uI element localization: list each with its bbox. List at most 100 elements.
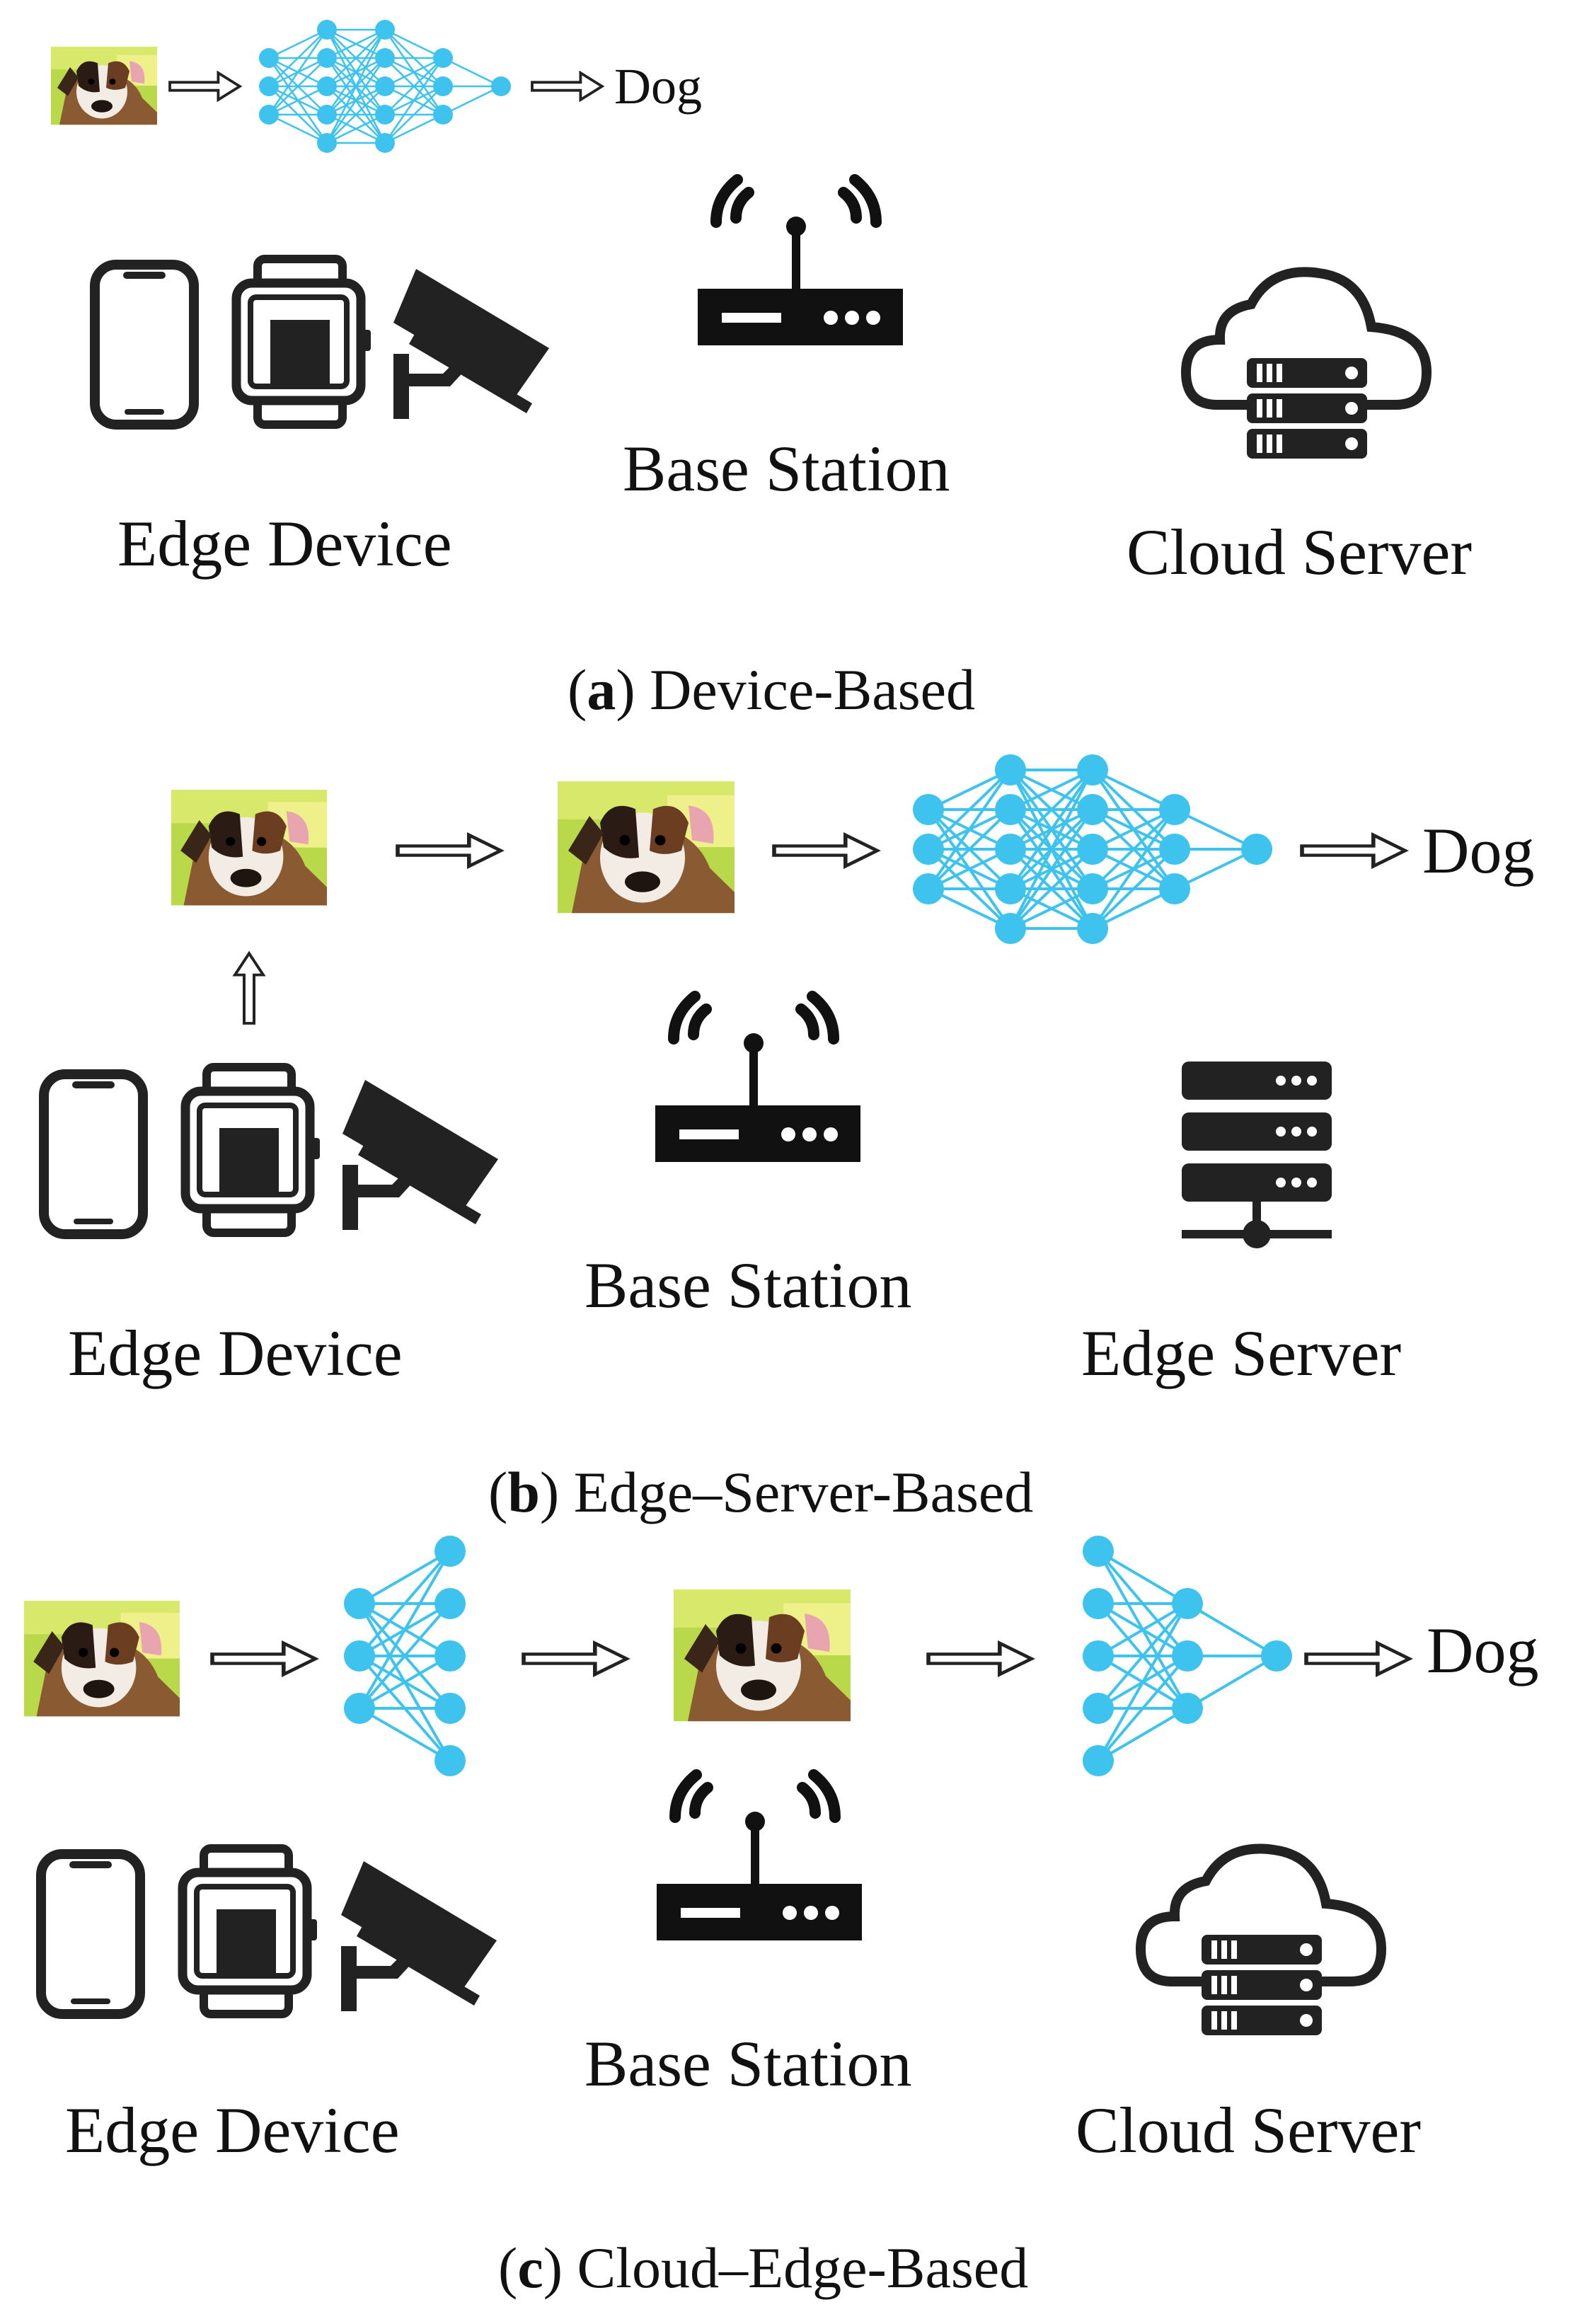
panel-caption: (b) Edge–Server-Based: [488, 1460, 1034, 1524]
cloud-server-icon: [1141, 1848, 1381, 2035]
network-node: [995, 873, 1026, 904]
caption-letter: c: [517, 2236, 543, 2300]
network-edge: [1009, 808, 1094, 930]
network-node: [1083, 1745, 1114, 1776]
caption-text: Cloud–Edge-Based: [577, 2236, 1029, 2300]
panel-c: [24, 1536, 1410, 2035]
cloud-server-label: Cloud Server: [1127, 516, 1473, 588]
network-node: [1083, 1588, 1114, 1619]
smartphone-icon: [44, 1074, 143, 1234]
smartwatch-icon: [236, 259, 371, 425]
edge-device-label: Edge Device: [65, 2094, 400, 2166]
network-edge: [927, 808, 1012, 890]
network-node: [375, 48, 395, 68]
network-node: [995, 913, 1026, 944]
base-station-label: Base Station: [623, 432, 950, 505]
smartwatch-icon: [185, 1067, 320, 1233]
network-edge: [384, 86, 444, 144]
arrow-right-icon: [1306, 1643, 1410, 1674]
smartphone-icon: [95, 265, 194, 425]
network-node: [434, 1640, 466, 1672]
arrow-right-icon: [398, 835, 501, 866]
caption-text: Device-Based: [650, 657, 976, 722]
network-edge: [384, 113, 444, 144]
network-edge: [1091, 808, 1176, 930]
dog-photo-icon: [171, 790, 327, 906]
network-edge: [1186, 1602, 1278, 1657]
network-node: [1172, 1693, 1203, 1724]
network-edge: [268, 29, 328, 87]
network-edge: [326, 29, 386, 115]
network-node: [491, 76, 511, 96]
network-node: [913, 873, 944, 904]
network-node: [317, 76, 337, 96]
network-node: [433, 105, 453, 125]
dog-photo-icon: [51, 47, 157, 125]
dog-photo-icon: [558, 781, 735, 914]
network-edge: [1009, 848, 1094, 930]
server-rack-icon: [1182, 1062, 1332, 1248]
network-node: [1172, 1588, 1203, 1619]
network-edge: [326, 86, 386, 144]
network-node: [434, 1693, 466, 1724]
security-camera-icon: [342, 1080, 498, 1230]
network-edge: [359, 1707, 451, 1762]
network-edge: [267, 29, 328, 115]
network-edge: [326, 113, 386, 144]
base-station-label: Base Station: [584, 1249, 912, 1321]
arrow-right-icon: [524, 1643, 627, 1674]
output-label: Dog: [1422, 815, 1535, 887]
network-node: [1083, 1640, 1114, 1672]
network-edge: [1009, 769, 1094, 851]
network-node: [375, 133, 395, 153]
dog-photo-icon: [24, 1601, 180, 1717]
edge-device-label: Edge Device: [68, 1317, 403, 1389]
network-node: [434, 1536, 466, 1567]
cloud-server-label: Cloud Server: [1076, 2094, 1422, 2166]
wifi-router-icon: [698, 180, 903, 345]
network-node: [433, 48, 453, 68]
network-node: [1077, 754, 1108, 786]
panel-caption: (a) Device-Based: [568, 657, 976, 722]
wifi-router-icon: [655, 996, 860, 1162]
network-edge: [358, 1550, 451, 1657]
network-edge: [359, 1655, 451, 1710]
wifi-router-icon: [657, 1775, 862, 1940]
network-edge: [442, 57, 502, 88]
arrow-right-icon: [531, 71, 604, 101]
arrow-up-icon: [234, 952, 265, 1025]
network-edge: [268, 57, 328, 115]
network-edge: [442, 85, 502, 116]
arrow-right-icon: [774, 835, 877, 866]
network-node: [1077, 873, 1108, 904]
network-node: [1083, 1536, 1114, 1567]
network-node: [1077, 834, 1108, 865]
network-edge: [1009, 769, 1094, 890]
network-node: [375, 20, 395, 40]
network-edge: [326, 29, 386, 87]
panel-caption: (c) Cloud–Edge-Based: [498, 2236, 1029, 2300]
network-node: [434, 1588, 466, 1619]
network-edge: [1186, 1655, 1278, 1710]
network-node: [317, 105, 337, 125]
network-edge: [1097, 1603, 1189, 1761]
panel-a: [51, 20, 1427, 459]
smartphone-icon: [41, 1854, 140, 2014]
cloud-server-icon: [1186, 272, 1427, 459]
arrow-right-icon: [168, 71, 241, 101]
network-node: [913, 834, 944, 865]
network-edge: [384, 57, 444, 115]
network-node: [913, 794, 944, 825]
network-edge: [927, 769, 1012, 890]
network-node: [1159, 794, 1190, 825]
smartwatch-icon: [183, 1848, 317, 2014]
network-node: [375, 105, 395, 125]
network-edge: [384, 28, 444, 59]
arrow-right-icon: [928, 1643, 1032, 1674]
network-edge: [1097, 1655, 1189, 1762]
network-edge: [358, 1551, 451, 1709]
network-node: [1077, 794, 1108, 825]
base-station-label: Base Station: [584, 2027, 912, 2100]
edge-server-label: Edge Server: [1081, 1317, 1402, 1389]
